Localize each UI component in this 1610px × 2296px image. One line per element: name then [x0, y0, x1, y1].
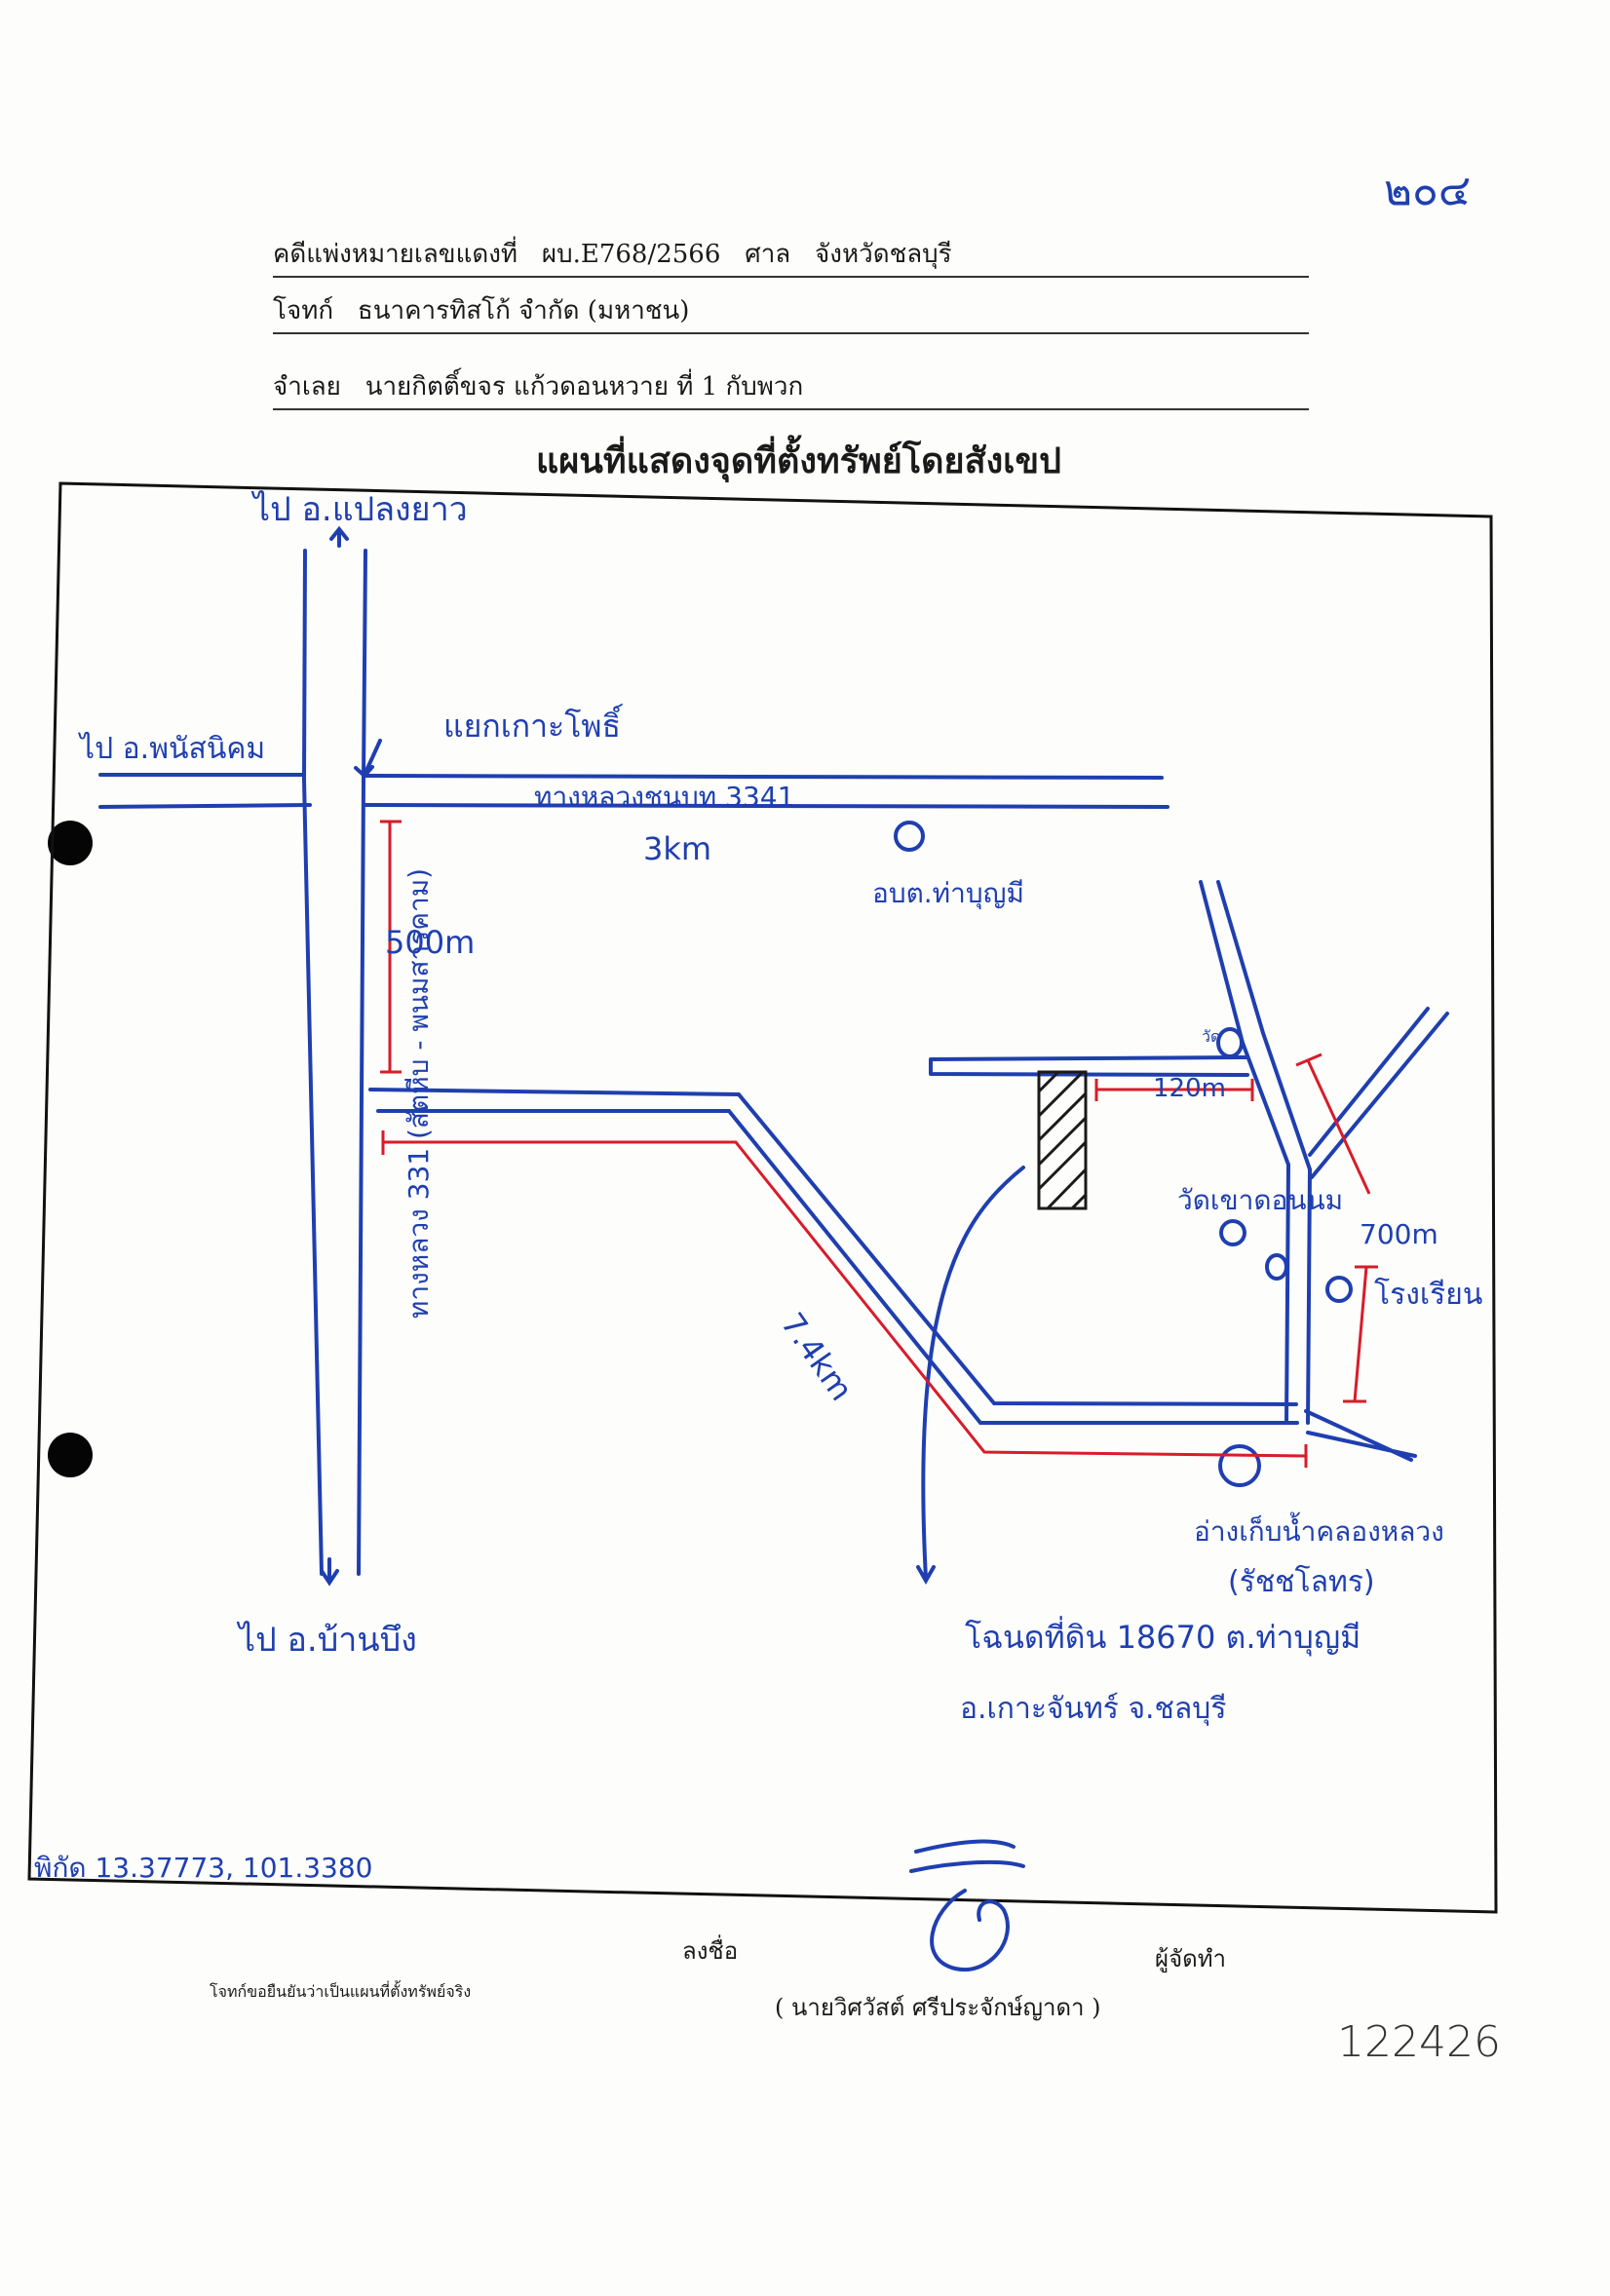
- defendant-label: จำเลย: [273, 372, 341, 402]
- header-plaintiff-line: โจทก์ ธนาคารทิสโก้ จำกัด (มหาชน): [273, 290, 1309, 334]
- label-coords: พิกัด 13.37773, 101.3380: [34, 1852, 373, 1884]
- tambon-office-marker: [894, 821, 925, 852]
- road-331-left: [301, 549, 324, 1576]
- sign-label: ลงชื่อ: [682, 1937, 739, 1965]
- property-hatch: [1037, 1070, 1088, 1210]
- right-road-v1: [1199, 880, 1291, 1425]
- label-tambon-office: อบต.ท่าบุญมี: [872, 877, 1024, 909]
- right-road-se: [1304, 1409, 1417, 1462]
- label-school: โรงเรียน: [1374, 1278, 1483, 1312]
- label-wat: วัดเขาดอนนม: [1177, 1184, 1344, 1216]
- label-120m: 120m: [1153, 1074, 1226, 1103]
- road-3341-bottom: [98, 803, 1169, 809]
- label-deed-2: อ.เกาะจันทร์ จ.ชลบุรี: [960, 1692, 1227, 1726]
- right-road-v2: [1216, 880, 1313, 1425]
- dim-school: [1343, 1265, 1378, 1403]
- label-junction: แยกเกาะโพธิ์: [443, 708, 622, 745]
- map-frame: [27, 481, 1498, 1914]
- signer-name: ( นายวิศวัสต์ ศรีประจักษ์ญาดา ): [775, 1994, 1101, 2021]
- label-to-west: ไป อ.พนัสนิคม: [80, 732, 266, 766]
- court-name: จังหวัดชลบุรี: [815, 240, 952, 269]
- school-marker: [1325, 1276, 1353, 1303]
- defendant-name: นายกิตติ์ขจร แก้วดอนหวาย ที่ 1 กับพวก: [364, 372, 804, 402]
- label-deed-1: โฉนดที่ดิน 18670 ต.ท่าบุญมี: [965, 1619, 1361, 1656]
- lower-road-top: [368, 1088, 1298, 1406]
- court-label: ศาล: [745, 240, 791, 269]
- case-number: ผบ.E768/2566: [541, 240, 721, 269]
- lower-road-bottom: [376, 1109, 1299, 1425]
- label-reservoir-1: อ่างเก็บน้ำคลองหลวง: [1194, 1515, 1444, 1548]
- signature: [909, 1839, 1025, 1972]
- page-number: ๒๐๔: [1384, 166, 1472, 215]
- label-3km: 3km: [643, 830, 712, 867]
- dim-120m: [1094, 1079, 1254, 1101]
- reservoir-marker: [1218, 1444, 1261, 1487]
- label-wat-abbr: วัด: [1202, 1027, 1221, 1046]
- arrow-north: [329, 525, 349, 548]
- dim-500m: [380, 820, 402, 1074]
- road-331-right: [357, 549, 367, 1576]
- junction-pointer: [354, 739, 382, 779]
- label-road-331: ทางหลวง 331 (สัตหีบ - พนมสารคาม): [402, 867, 435, 1320]
- road-3341-top: [98, 773, 1164, 780]
- case-label: คดีแพ่งหมายเลขแดงที่: [273, 240, 518, 269]
- label-to-north: ไป อ.แปลงยาว: [253, 490, 468, 529]
- arrow-south: [320, 1557, 339, 1587]
- wat-marker: [1219, 1219, 1246, 1246]
- label-road-3341: ทางหลวงชนบท 3341: [534, 781, 795, 813]
- dim-700m: [1295, 1052, 1371, 1195]
- right-road-ne: [1308, 1007, 1449, 1179]
- plaintiff-name: ธนาคารทิสโก้ จำกัด (มหาชน): [357, 296, 690, 325]
- header-case-line: คดีแพ่งหมายเลขแดงที่ ผบ.E768/2566 ศาล จั…: [273, 234, 1311, 278]
- label-700m: 700m: [1360, 1218, 1438, 1250]
- label-reservoir-2: (รัชชโลทร): [1228, 1565, 1375, 1599]
- label-to-south: ไป อ.บ้านบึง: [239, 1621, 417, 1660]
- label-500m: 500m: [385, 924, 476, 961]
- deed-pointer: [916, 1166, 1025, 1586]
- stamp-number: 122426: [1337, 2017, 1501, 2067]
- certify-note: โจทก์ขอยืนยันว่าเป็นแผนที่ตั้งทรัพย์จริง: [210, 1982, 472, 2001]
- binder-hole-top: [48, 821, 93, 865]
- dim-7-4km: [381, 1130, 1308, 1468]
- header-defendant-line: จำเลย นายกิตติ์ขจร แก้วดอนหวาย ที่ 1 กับ…: [273, 366, 1309, 410]
- maker-label: ผู้จัดทำ: [1155, 1945, 1227, 1972]
- wat-marker-small: [1216, 1027, 1244, 1058]
- binder-hole-bottom: [48, 1433, 93, 1477]
- map-title: แผนที่แสดงจุดที่ตั้งทรัพย์โดยสังเขป: [536, 440, 1061, 481]
- wat-marker-school: [1265, 1253, 1288, 1281]
- spur-road: [929, 1055, 1249, 1077]
- plaintiff-label: โจทก์: [273, 296, 334, 325]
